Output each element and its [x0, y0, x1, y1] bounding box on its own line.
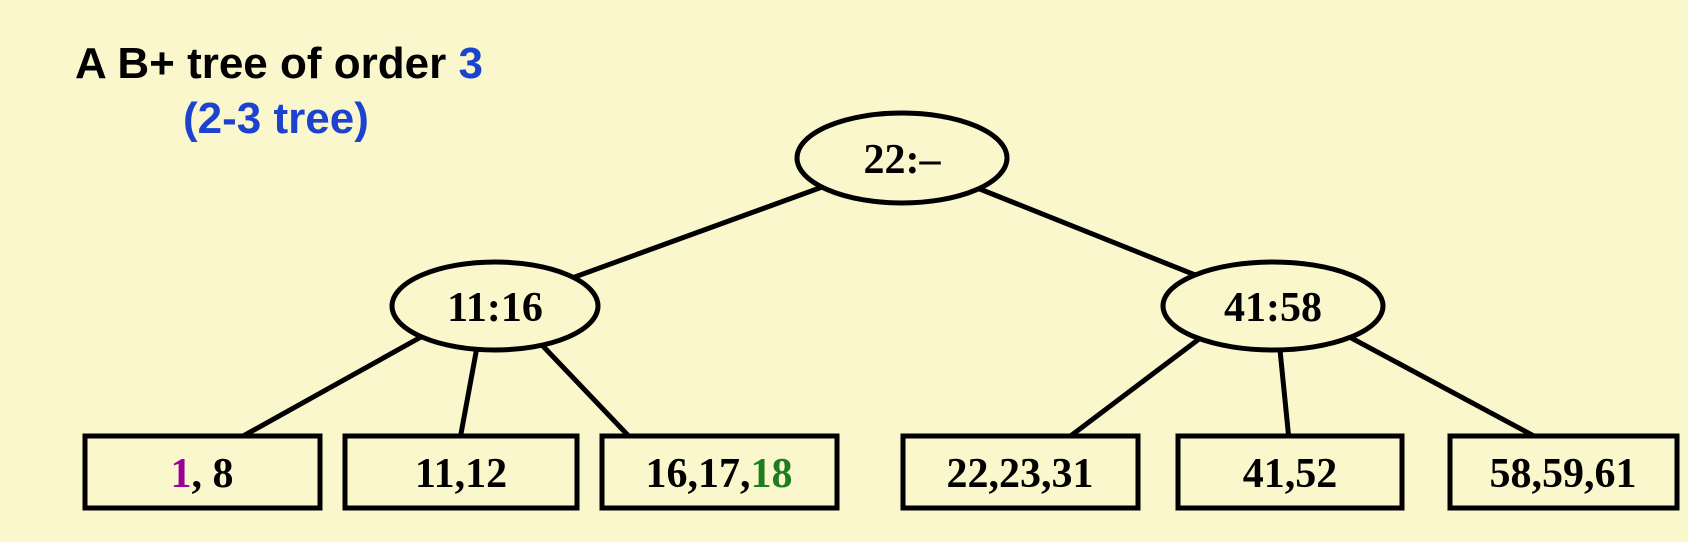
- leaf5-keys: 41,52: [1243, 451, 1338, 497]
- leaf3-box: [599, 433, 840, 511]
- leaf6-box: [1447, 433, 1680, 511]
- edge-left-internal-to-leaf1: [216, 329, 432, 453]
- diagram-subtitle: (2-3 tree): [183, 94, 369, 143]
- leaf4-box: [900, 433, 1141, 511]
- left-internal-node-ellipse: [389, 259, 601, 353]
- leaf4-label: 22,23,31: [947, 451, 1094, 497]
- edge-left-internal-to-leaf2: [455, 346, 480, 451]
- edge-right-internal-to-leaf5: [1277, 349, 1293, 451]
- edge-right-internal-to-leaf6: [1340, 330, 1562, 453]
- leaf1-label: 1, 8: [171, 451, 234, 497]
- edge-right-internal-to-leaf4: [1050, 331, 1209, 452]
- edge-left-internal-to-leaf3: [538, 341, 644, 452]
- leaf3-keys: 16,17,: [646, 451, 751, 497]
- leaf5-label: 41,52: [1243, 451, 1338, 497]
- leaf1-key-highlight: 1: [171, 451, 192, 497]
- right-internal-node-ellipse: [1160, 259, 1386, 353]
- leaf2-label: 11,12: [415, 451, 507, 497]
- left-internal-node-label: 11:16: [447, 285, 543, 331]
- leaf2-keys: 11,12: [415, 451, 507, 497]
- diagram-title: A B+ tree of order 3: [75, 39, 483, 88]
- leaf3-label: 16,17,18: [646, 451, 793, 497]
- leaf1-keys: , 8: [192, 451, 234, 497]
- leaf2-box: [342, 433, 580, 511]
- leaf5-box: [1175, 433, 1405, 511]
- right-internal-node-label: 41:58: [1224, 285, 1322, 331]
- root-node-ellipse: [794, 110, 1010, 206]
- leaf6-label: 58,59,61: [1490, 451, 1637, 497]
- leaf1-box: [82, 433, 323, 511]
- diagram-title-order-value: 3: [458, 39, 482, 88]
- diagram-title-text: A B+ tree of order: [75, 39, 458, 88]
- root-node-label: 22:–: [864, 137, 942, 183]
- leaf6-keys: 58,59,61: [1490, 451, 1637, 497]
- leaf3-key-highlight: 18: [751, 451, 793, 497]
- leaf4-keys: 22,23,31: [947, 451, 1094, 497]
